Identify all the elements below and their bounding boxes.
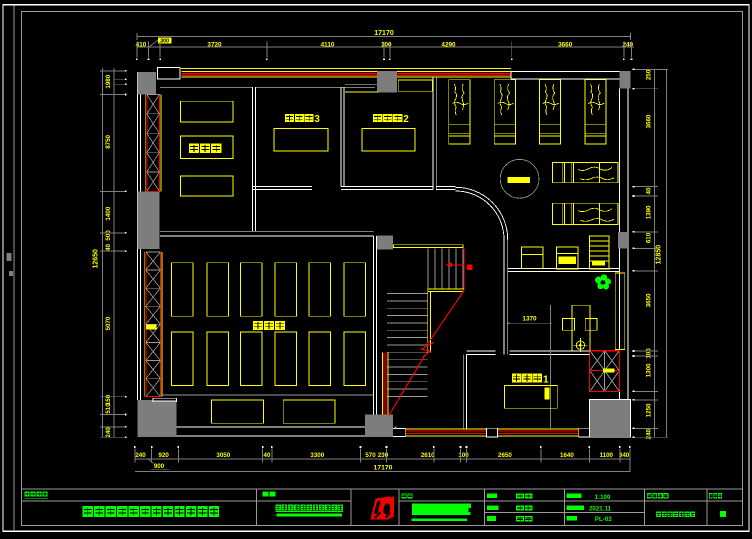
svg-text:1400: 1400	[105, 206, 112, 220]
svg-text:1370: 1370	[522, 316, 537, 323]
svg-text:1640: 1640	[560, 452, 574, 459]
svg-text:410: 410	[136, 42, 147, 49]
svg-text:150: 150	[105, 394, 112, 405]
svg-text:3050: 3050	[216, 452, 230, 459]
svg-text:300: 300	[160, 39, 169, 45]
svg-text:240: 240	[646, 428, 653, 439]
svg-text:240: 240	[105, 427, 112, 438]
svg-text:PL-03: PL-03	[595, 516, 612, 523]
svg-text:3660: 3660	[646, 114, 653, 128]
svg-text:40: 40	[264, 452, 271, 459]
svg-text:4110: 4110	[321, 42, 335, 49]
svg-text:4290: 4290	[441, 42, 456, 49]
svg-text:8750: 8750	[105, 134, 112, 148]
svg-text:3: 3	[314, 114, 320, 125]
svg-text:1980: 1980	[105, 74, 112, 88]
svg-text:920: 920	[159, 452, 170, 459]
svg-text:100: 100	[381, 42, 392, 49]
svg-text:40: 40	[105, 244, 112, 251]
svg-text:500: 500	[105, 230, 112, 241]
svg-text:1250: 1250	[646, 403, 653, 417]
svg-text:1:100: 1:100	[595, 494, 611, 501]
svg-text:3300: 3300	[310, 452, 324, 459]
svg-text:2021.11: 2021.11	[589, 505, 612, 512]
svg-text:900: 900	[154, 463, 165, 470]
svg-text:17170: 17170	[374, 464, 393, 471]
svg-text:510: 510	[105, 403, 112, 414]
svg-text:2650: 2650	[498, 452, 512, 459]
svg-text:250: 250	[646, 69, 653, 80]
svg-text:2610: 2610	[421, 452, 435, 459]
svg-text:610: 610	[646, 232, 653, 243]
svg-text:17170: 17170	[374, 30, 394, 37]
svg-text:2: 2	[403, 114, 408, 125]
svg-text:240: 240	[622, 42, 633, 49]
svg-text:570: 570	[365, 452, 376, 459]
svg-text:12850: 12850	[656, 245, 663, 265]
svg-text:100: 100	[458, 452, 469, 459]
svg-text:230: 230	[378, 452, 389, 459]
svg-text:3660: 3660	[558, 42, 573, 49]
svg-text:340: 340	[619, 452, 630, 459]
svg-text:3720: 3720	[207, 42, 222, 49]
svg-text:3650: 3650	[646, 293, 653, 307]
svg-text:1390: 1390	[646, 205, 653, 219]
svg-text:100: 100	[646, 348, 653, 359]
svg-text:1: 1	[543, 374, 549, 386]
svg-text:5070: 5070	[105, 316, 112, 330]
svg-text:40: 40	[646, 187, 653, 194]
svg-text:240: 240	[135, 452, 146, 459]
svg-text:1300: 1300	[646, 363, 653, 377]
svg-text:1100: 1100	[600, 452, 614, 459]
svg-text:12650: 12650	[93, 249, 100, 269]
